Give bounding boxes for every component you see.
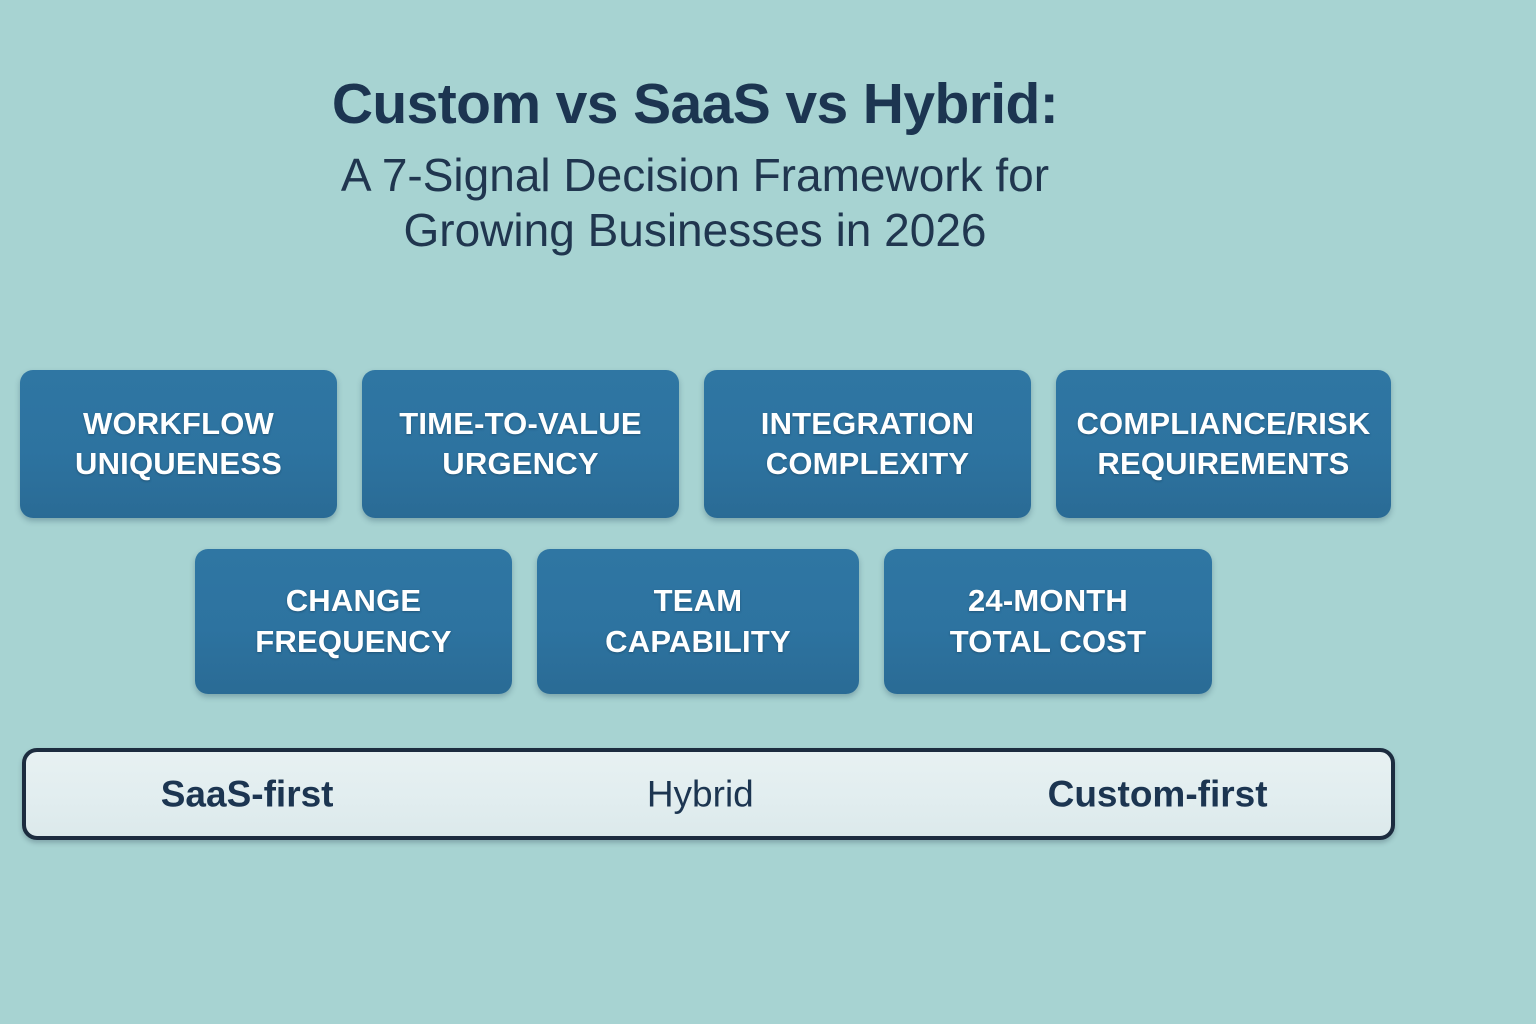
signal-card-label: TEAM CAPABILITY: [605, 583, 791, 659]
page-title: Custom vs SaaS vs Hybrid:: [331, 72, 1059, 136]
spectrum-label-hybrid: Hybrid: [646, 773, 754, 815]
signal-card-integration-complexity[interactable]: INTEGRATION COMPLEXITY: [704, 370, 1031, 518]
decision-spectrum-bar[interactable]: SaaS-first Hybrid Custom-first: [22, 748, 1395, 840]
signal-card-change-frequency[interactable]: CHANGE FREQUENCY: [195, 549, 512, 694]
signal-card-compliance-risk-requirements[interactable]: COMPLIANCE/RISK REQUIREMENTS: [1056, 370, 1391, 518]
signal-card-label: CHANGE FREQUENCY: [255, 583, 452, 659]
spectrum-label-custom-first: Custom-first: [1047, 773, 1268, 815]
spectrum-label-saas-first: SaaS-first: [160, 773, 334, 815]
signal-card-workflow-uniqueness[interactable]: WORKFLOW UNIQUENESS: [20, 370, 337, 518]
signal-card-label: INTEGRATION COMPLEXITY: [760, 405, 975, 481]
heading-block: Custom vs SaaS vs Hybrid: A 7-Signal Dec…: [0, 74, 1390, 257]
signal-card-24-month-total-cost[interactable]: 24-MONTH TOTAL COST: [884, 549, 1212, 694]
signal-card-row-1: WORKFLOW UNIQUENESS TIME-TO-VALUE URGENC…: [20, 370, 1536, 518]
page-subtitle-line-1: A 7-Signal Decision Framework for: [340, 149, 1050, 202]
signal-card-grid: WORKFLOW UNIQUENESS TIME-TO-VALUE URGENC…: [0, 370, 1536, 694]
page-subtitle-line-2: Growing Businesses in 2026: [403, 203, 987, 256]
decision-spectrum-track: SaaS-first Hybrid Custom-first: [26, 752, 1391, 836]
signal-card-team-capability[interactable]: TEAM CAPABILITY: [537, 549, 859, 694]
signal-card-label: TIME-TO-VALUE URGENCY: [399, 405, 642, 481]
signal-card-time-to-value-urgency[interactable]: TIME-TO-VALUE URGENCY: [362, 370, 679, 518]
page-subtitle: A 7-Signal Decision Framework for Growin…: [0, 148, 1390, 257]
signal-card-label: WORKFLOW UNIQUENESS: [75, 405, 282, 481]
signal-card-row-2: CHANGE FREQUENCY TEAM CAPABILITY 24-MONT…: [195, 549, 1536, 694]
signal-card-label: COMPLIANCE/RISK REQUIREMENTS: [1076, 405, 1371, 481]
signal-card-label: 24-MONTH TOTAL COST: [949, 583, 1147, 659]
